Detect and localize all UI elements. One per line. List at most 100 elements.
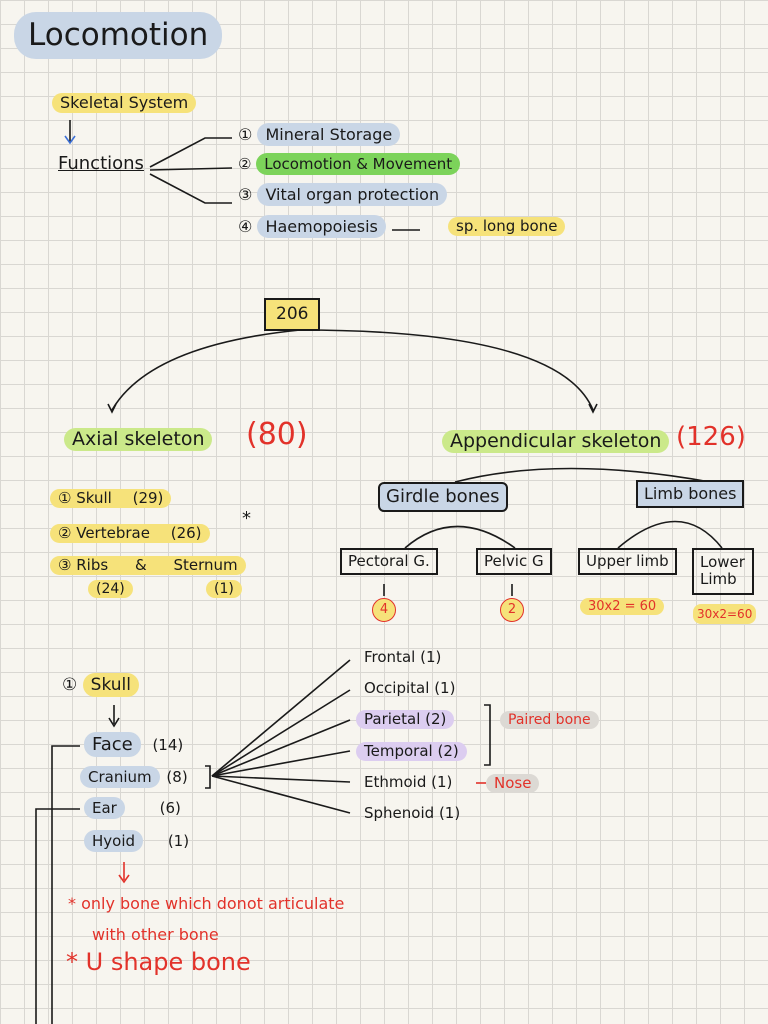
- guide-line: [51, 745, 80, 1024]
- lower-limb-box: Lower Limb: [692, 548, 754, 595]
- part-name: Face: [84, 732, 141, 757]
- ethmoid-note: Nose: [486, 774, 540, 793]
- girdle-bones-box: Girdle bones: [378, 482, 508, 512]
- bone-count: (1): [431, 773, 453, 791]
- skull-part-cranium: Cranium (8): [80, 766, 188, 788]
- cranium-bone-frontal: Frontal (1): [364, 650, 441, 665]
- tree-arc: [111, 329, 594, 411]
- skull-part-hyoid: Hyoid (1): [84, 830, 190, 852]
- part-name: Hyoid: [84, 830, 144, 852]
- page-title: Locomotion: [14, 12, 223, 59]
- bracket: [205, 765, 211, 789]
- part-count: (6): [159, 799, 181, 817]
- branch-line: [149, 167, 233, 171]
- part-count: (14): [152, 736, 184, 754]
- item-name-2: Sternum: [173, 556, 238, 574]
- function-text: Vital organ protection: [257, 183, 448, 206]
- function-text: Haemopoiesis: [257, 215, 386, 238]
- axial-item-ribs: ③ Ribs & Sternum: [50, 556, 246, 575]
- bone-name: Occipital: [364, 679, 430, 697]
- axial-skeleton-label: Axial skeleton: [64, 428, 213, 451]
- fan-line: [211, 775, 351, 783]
- vertebrae-mark: *: [242, 508, 251, 529]
- fan-line: [211, 775, 351, 814]
- lower-limb-count: 30x2=60: [693, 604, 757, 624]
- function-item: ② Locomotion & Movement: [238, 153, 461, 175]
- function-number: ②: [238, 155, 252, 173]
- cranium-bone-occipital: Occipital (1): [364, 681, 455, 696]
- axial-item-vertebrae: ② Vertebrae (26): [50, 524, 210, 543]
- skull-part-face: Face (14): [84, 732, 184, 757]
- arrowhead: [64, 135, 76, 145]
- item-number: ②: [58, 524, 72, 542]
- skull-label: Skull: [82, 673, 139, 697]
- appendicular-skeleton-label: Appendicular skeleton: [442, 430, 670, 453]
- function-text: Locomotion & Movement: [256, 153, 461, 175]
- arrowhead: [118, 874, 130, 884]
- branch-line: [149, 137, 232, 168]
- function-item: ④ Haemopoiesis: [238, 215, 386, 238]
- function-item: ③ Vital organ protection: [238, 183, 448, 206]
- upper-limb-count: 30x2 = 60: [580, 598, 665, 615]
- skull-number: ①: [62, 675, 78, 695]
- item-name: Vertebrae: [76, 524, 150, 542]
- part-name: Cranium: [80, 766, 160, 788]
- function-item: ① Mineral Storage: [238, 123, 401, 146]
- haemo-note: sp. long bone: [448, 217, 566, 236]
- bone-name: Parietal: [364, 710, 421, 728]
- skull-heading: ① Skull: [62, 673, 139, 697]
- total-bones-box: 206: [264, 298, 321, 331]
- bone-count: (1): [434, 679, 456, 697]
- fan-line: [211, 719, 351, 777]
- skeletal-system-label: Skeletal System: [52, 93, 197, 113]
- item-count: (26): [170, 524, 202, 542]
- tree-arc: [454, 467, 711, 483]
- upper-limb-box: Upper limb: [578, 548, 677, 575]
- bone-count: (1): [438, 804, 461, 822]
- paired-bone-note: Paired bone: [500, 711, 599, 729]
- item-count: (29): [132, 489, 164, 507]
- cranium-bone-parietal: Parietal (2): [356, 710, 455, 729]
- appendicular-count: (126): [676, 422, 746, 452]
- tree-arc: [617, 520, 723, 549]
- branch-line: [149, 173, 232, 204]
- tree-arc: [404, 525, 516, 549]
- cranium-bone-temporal: Temporal (2): [356, 742, 467, 761]
- item-number: ①: [58, 489, 72, 507]
- limb-bones-box: Limb bones: [636, 480, 745, 508]
- function-number: ④: [238, 217, 253, 236]
- functions-label: Functions: [58, 153, 144, 174]
- hyoid-note-1: * only bone which donot articulate: [68, 894, 345, 913]
- bone-count: (2): [425, 710, 447, 728]
- arrowhead: [108, 717, 120, 728]
- bone-name: Temporal: [364, 742, 433, 760]
- cranium-bone-sphenoid: Sphenoid (1): [364, 806, 460, 821]
- cranium-bone-ethmoid: Ethmoid (1): [364, 775, 452, 790]
- bracket: [484, 704, 491, 766]
- hyoid-note-2: with other bone: [92, 925, 219, 944]
- bone-name: Ethmoid: [364, 773, 427, 791]
- ribs-count: (24): [88, 580, 133, 598]
- item-number: ③: [58, 556, 72, 574]
- fan-line: [211, 750, 351, 777]
- arrowhead: [107, 403, 117, 414]
- skull-part-ear: Ear (6): [84, 797, 181, 819]
- part-count: (1): [167, 832, 190, 850]
- item-joiner: &: [134, 556, 147, 574]
- arrowhead: [588, 403, 598, 414]
- bone-name: Sphenoid: [364, 804, 435, 822]
- bone-count: (1): [420, 648, 442, 666]
- pectoral-girdle-box: Pectoral G.: [340, 548, 438, 575]
- item-name: Ribs: [76, 556, 109, 574]
- part-count: (8): [166, 768, 188, 786]
- item-name: Skull: [76, 489, 112, 507]
- function-number: ③: [238, 185, 253, 204]
- function-number: ①: [238, 125, 253, 144]
- pelvic-count: 2: [500, 598, 524, 622]
- part-name: Ear: [84, 797, 125, 819]
- pectoral-count: 4: [372, 598, 396, 622]
- pelvic-girdle-box: Pelvic G: [476, 548, 552, 575]
- sternum-count: (1): [206, 580, 242, 598]
- axial-count: (80): [246, 417, 308, 452]
- fan-line: [211, 689, 351, 777]
